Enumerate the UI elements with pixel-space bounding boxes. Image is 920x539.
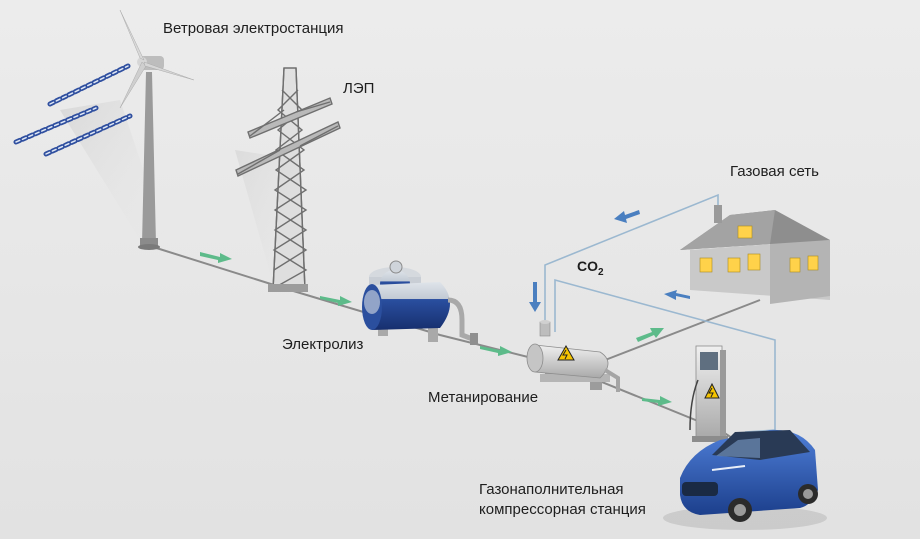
filling-station-label-line2: компрессорная станция — [479, 501, 646, 518]
hazard-sign-icon — [704, 382, 720, 399]
co2-label: CO2 — [577, 258, 604, 278]
power-pylon-icon — [235, 67, 341, 292]
house-icon — [680, 205, 830, 304]
filling-station-label-line1: Газонаполнительная — [479, 481, 624, 498]
power-line-label: ЛЭП — [343, 80, 375, 97]
wind-flow-lines — [13, 63, 133, 157]
flow-arrows-blue — [529, 210, 690, 312]
electrolysis-label: Электролиз — [282, 336, 364, 353]
gas-network-label: Газовая сеть — [730, 163, 819, 180]
co2-label-subscript: 2 — [598, 266, 604, 278]
hazard-sign-icon — [557, 344, 575, 361]
methanation-reactor-icon — [526, 320, 620, 392]
car-icon — [663, 429, 827, 530]
electrolyzer-tank-icon — [362, 260, 478, 345]
filling-station-label: Газонаполнительная компрессорная станция — [479, 480, 646, 520]
wind-turbine-icon — [119, 9, 195, 250]
methanation-label: Метанирование — [428, 389, 539, 406]
flow-arrows-green — [200, 252, 672, 406]
co2-label-main: CO — [577, 258, 598, 274]
wind-station-label: Ветровая электростанция — [163, 20, 344, 37]
